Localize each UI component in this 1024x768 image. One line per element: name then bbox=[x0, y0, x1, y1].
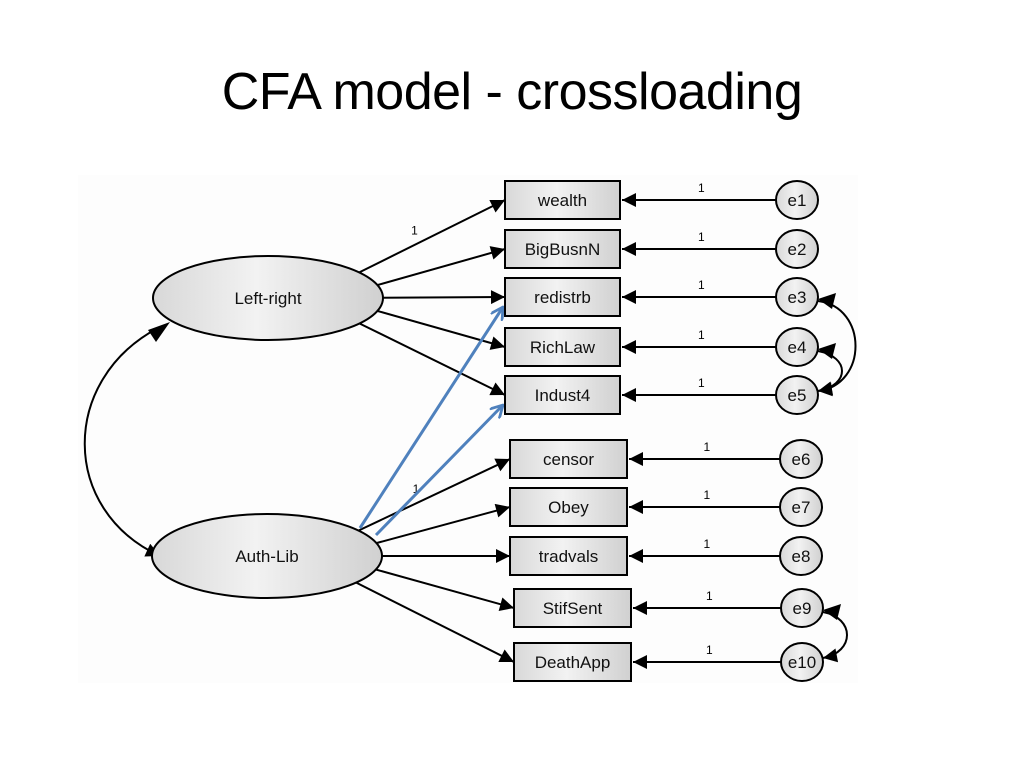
indicator-label-DeathApp: DeathApp bbox=[535, 653, 611, 672]
indicator-label-tradvals: tradvals bbox=[539, 547, 599, 566]
error-label-e8: 1 bbox=[704, 537, 711, 551]
error-circle-e9 bbox=[780, 588, 824, 628]
error-label-e1: 1 bbox=[698, 181, 705, 195]
indicator-box-redistrb bbox=[504, 277, 621, 317]
covariance-factors bbox=[83, 327, 161, 557]
error-circle-e4 bbox=[775, 327, 819, 367]
error-label-e10: 1 bbox=[706, 643, 713, 657]
indicator-label-Indust4: Indust4 bbox=[535, 386, 591, 405]
error-circle-e7 bbox=[779, 487, 823, 527]
latent-ellipse-LR bbox=[152, 255, 384, 341]
error-name-e3: e3 bbox=[788, 288, 807, 307]
indicator-label-StifSent: StifSent bbox=[543, 599, 603, 618]
slide-title: CFA model - crossloading bbox=[221, 63, 803, 121]
covariance-e3-e5 bbox=[817, 300, 857, 397]
error-label-e2: 1 bbox=[698, 230, 705, 244]
error-name-e7: e7 bbox=[792, 498, 811, 517]
covariance-arrowhead-e9 bbox=[823, 604, 841, 620]
loading-arrow-Indust4 bbox=[356, 321, 506, 396]
indicator-label-wealth: wealth bbox=[537, 191, 587, 210]
indicator-box-DeathApp bbox=[513, 642, 632, 682]
loading-arrow-BigBusnN bbox=[374, 246, 506, 287]
error-circle-e3 bbox=[775, 277, 819, 317]
latent-label-AL: Auth-Lib bbox=[235, 547, 298, 566]
error-circle-e8 bbox=[779, 536, 823, 576]
loading-arrow-wealth bbox=[356, 199, 506, 275]
error-name-e8: e8 bbox=[792, 547, 811, 566]
error-name-e10: e10 bbox=[788, 653, 816, 672]
indicator-box-tradvals bbox=[509, 536, 628, 576]
covariance-e9-e10 bbox=[822, 611, 848, 663]
crossloading-arrow-redistrb bbox=[358, 307, 503, 529]
loading-label-censor: 1 bbox=[413, 482, 420, 496]
latent-ellipse-AL bbox=[151, 513, 383, 599]
covariance-arrowhead-e4 bbox=[818, 343, 836, 359]
error-label-e4: 1 bbox=[698, 328, 705, 342]
error-name-e9: e9 bbox=[793, 599, 812, 618]
indicator-box-wealth bbox=[504, 180, 621, 220]
error-label-e3: 1 bbox=[698, 278, 705, 292]
indicator-box-Indust4 bbox=[504, 375, 621, 415]
latent-label-LR: Left-right bbox=[234, 289, 301, 308]
error-name-e2: e2 bbox=[788, 240, 807, 259]
error-circle-e5 bbox=[775, 375, 819, 415]
error-name-e4: e4 bbox=[788, 338, 807, 357]
error-name-e1: e1 bbox=[788, 191, 807, 210]
loading-arrow-DeathApp bbox=[355, 581, 515, 663]
crossloading-arrow-Indust4 bbox=[374, 405, 503, 537]
indicator-label-BigBusnN: BigBusnN bbox=[525, 240, 601, 259]
loading-arrow-redistrb bbox=[374, 290, 506, 305]
loading-label-wealth: 1 bbox=[411, 224, 418, 238]
indicator-box-RichLaw bbox=[504, 327, 621, 367]
error-circle-e6 bbox=[779, 439, 823, 479]
error-circle-e1 bbox=[775, 180, 819, 220]
indicator-box-Obey bbox=[509, 487, 628, 527]
error-label-e7: 1 bbox=[704, 488, 711, 502]
error-name-e5: e5 bbox=[788, 386, 807, 405]
error-circle-e2 bbox=[775, 229, 819, 269]
indicator-label-RichLaw: RichLaw bbox=[530, 338, 596, 357]
error-label-e6: 1 bbox=[704, 440, 711, 454]
indicator-label-Obey: Obey bbox=[548, 498, 589, 517]
indicator-box-StifSent bbox=[513, 588, 632, 628]
indicator-label-redistrb: redistrb bbox=[534, 288, 591, 307]
loading-arrow-StifSent bbox=[373, 568, 515, 611]
indicator-label-censor: censor bbox=[543, 450, 594, 469]
loading-arrow-Obey bbox=[373, 503, 511, 545]
indicator-box-BigBusnN bbox=[504, 229, 621, 269]
covariance-arrowhead-e3 bbox=[818, 293, 836, 309]
error-label-e9: 1 bbox=[706, 589, 713, 603]
error-label-e5: 1 bbox=[698, 376, 705, 390]
loading-arrow-RichLaw bbox=[374, 309, 506, 350]
covariance-arrowhead-LR bbox=[148, 322, 170, 342]
indicator-box-censor bbox=[509, 439, 628, 479]
error-name-e6: e6 bbox=[792, 450, 811, 469]
loading-arrow-censor bbox=[355, 458, 511, 533]
error-circle-e10 bbox=[780, 642, 824, 682]
